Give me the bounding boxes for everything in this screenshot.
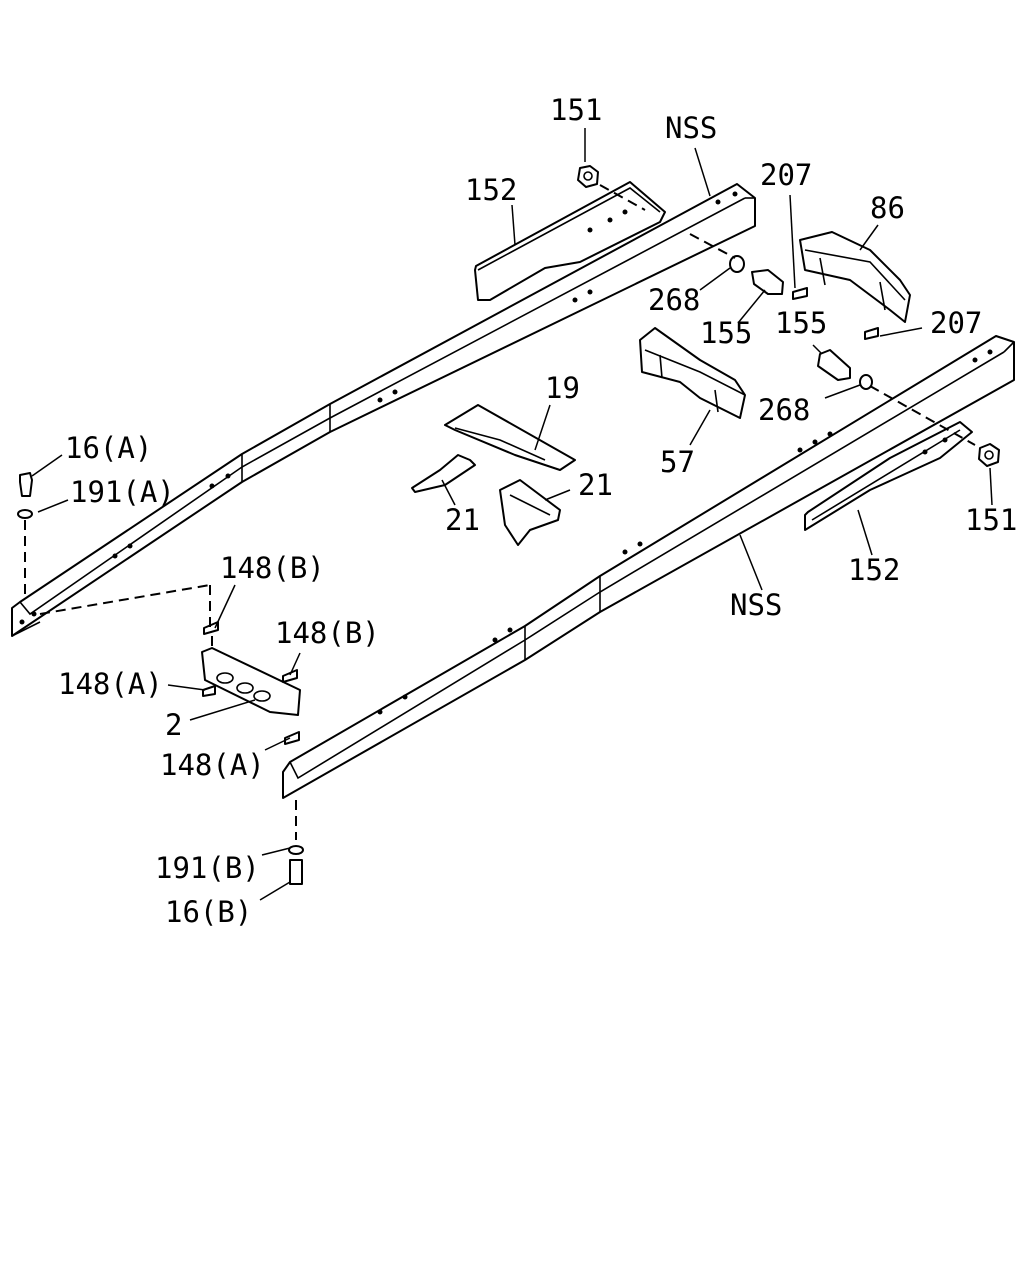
crossmember-19 bbox=[444, 404, 576, 471]
label-19: 19 bbox=[545, 371, 580, 405]
label-191a: 191(A) bbox=[70, 475, 175, 509]
callout-labels: 151 NSS 207 152 86 268 155 155 207 19 26… bbox=[58, 93, 1017, 929]
shims-148 bbox=[202, 621, 300, 745]
label-155-right: 155 bbox=[775, 306, 827, 340]
label-nss-top: NSS bbox=[665, 111, 717, 145]
label-268-top: 268 bbox=[648, 283, 700, 317]
label-152-bottom: 152 bbox=[848, 553, 900, 587]
fasteners bbox=[17, 165, 1000, 885]
label-21-right: 21 bbox=[578, 468, 613, 502]
label-57: 57 bbox=[660, 445, 695, 479]
label-16a: 16(A) bbox=[65, 431, 152, 465]
label-16b: 16(B) bbox=[165, 895, 252, 929]
frame-rail-upper bbox=[11, 183, 756, 637]
installation-lines bbox=[24, 184, 976, 840]
label-86: 86 bbox=[870, 191, 905, 225]
gusset-21-left bbox=[411, 454, 476, 493]
crossmember-2 bbox=[201, 647, 301, 716]
reinforcement-152-upper bbox=[474, 181, 666, 301]
label-268-right: 268 bbox=[758, 393, 810, 427]
label-148b-mid: 148(B) bbox=[275, 616, 380, 650]
crossmember-57 bbox=[639, 327, 746, 419]
label-2: 2 bbox=[165, 708, 182, 742]
label-151-right: 151 bbox=[965, 503, 1017, 537]
reinforcement-152-lower bbox=[804, 421, 973, 531]
label-nss-bottom: NSS bbox=[730, 588, 782, 622]
label-151-top: 151 bbox=[550, 93, 602, 127]
gusset-21-right bbox=[499, 479, 561, 546]
label-207-top: 207 bbox=[760, 158, 812, 192]
label-148a-bottom: 148(A) bbox=[160, 748, 265, 782]
label-21-left: 21 bbox=[445, 503, 480, 537]
label-207-right: 207 bbox=[930, 306, 982, 340]
label-152-top: 152 bbox=[465, 173, 517, 207]
shims-207 bbox=[792, 287, 879, 340]
label-155-left: 155 bbox=[700, 316, 752, 350]
frame-rail-lower bbox=[282, 335, 1015, 799]
label-148b-top: 148(B) bbox=[220, 551, 325, 585]
label-191b: 191(B) bbox=[155, 851, 260, 885]
crossmember-86 bbox=[799, 231, 911, 323]
leader-lines bbox=[31, 128, 993, 901]
label-148a-left: 148(A) bbox=[58, 667, 163, 701]
